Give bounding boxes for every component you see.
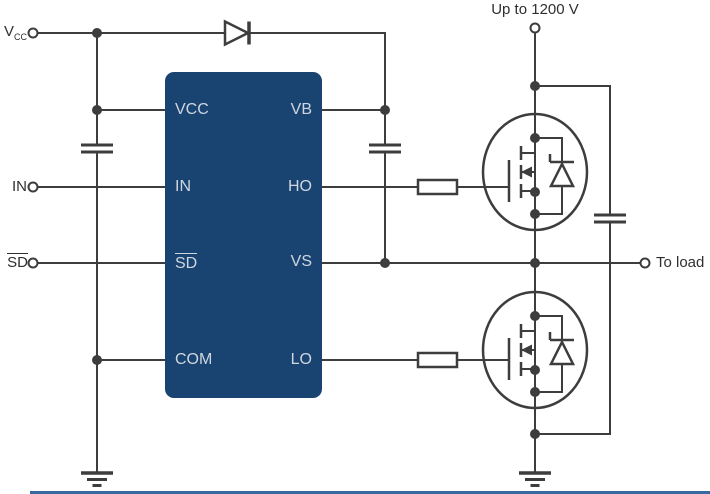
load-label-text: To load: [656, 254, 705, 271]
gate-driver-ic-block: [165, 72, 322, 398]
ic-pin-in-text: IN: [175, 178, 191, 195]
ic-pin-lo-text: LO: [290, 351, 312, 368]
load-terminal: [639, 257, 651, 269]
ic-pin-sd-text: SD: [175, 253, 198, 272]
junction-dots: [92, 28, 540, 439]
ic-pin-vb: VB: [250, 101, 312, 119]
gate-resistor-low-icon: [416, 351, 459, 369]
bootstrap-diode-icon: [223, 19, 251, 47]
sd-terminal-label: SD: [0, 253, 28, 272]
low-side-mosfet-icon: [507, 311, 576, 397]
in-terminal: [27, 181, 39, 193]
ic-pin-vs-text: VS: [290, 253, 312, 270]
ic-pin-com-text: COM: [175, 351, 213, 368]
sd-label-text: SD: [7, 253, 28, 271]
hv-rail-label-text: Up to 1200 V: [491, 1, 579, 18]
in-terminal-label: IN: [0, 178, 27, 196]
load-label: To load: [656, 254, 705, 272]
ic-pin-vcc-text: VCC: [175, 101, 209, 118]
bootstrap-capacitor-icon: [369, 143, 401, 154]
vcc-label-main: V: [3, 23, 14, 40]
ic-pin-ho-text: HO: [288, 178, 312, 195]
ic-pin-vb-text: VB: [290, 101, 312, 118]
ic-pin-vcc: VCC: [175, 101, 209, 119]
vcc-terminal: [27, 27, 39, 39]
vcc-label-sub: CC: [14, 32, 27, 42]
gate-resistor-high-icon: [416, 178, 459, 196]
vcc-capacitor-icon: [81, 143, 113, 154]
sd-terminal: [27, 257, 39, 269]
in-label-text: IN: [12, 178, 27, 195]
dc-link-capacitor-icon: [594, 213, 626, 224]
ic-pin-in: IN: [175, 178, 191, 196]
footer-accent-bar: [30, 491, 710, 494]
ic-pin-com: COM: [175, 351, 212, 369]
ic-pin-lo: LO: [250, 351, 312, 369]
ic-pin-ho: HO: [250, 178, 312, 196]
hv-rail-label: Up to 1200 V: [455, 1, 615, 19]
dc-link-branch: [535, 85, 611, 435]
high-side-mosfet-icon: [507, 133, 576, 219]
ic-pin-sd: SD: [175, 253, 198, 273]
vcc-terminal-label: VCC: [0, 23, 27, 42]
hv-terminal: [529, 22, 541, 34]
vcc-to-bootstrap-wire: [37, 32, 386, 110]
ic-pin-vs: VS: [250, 253, 312, 271]
ground-icon-left: [81, 471, 113, 487]
ground-icon-right: [519, 471, 551, 487]
